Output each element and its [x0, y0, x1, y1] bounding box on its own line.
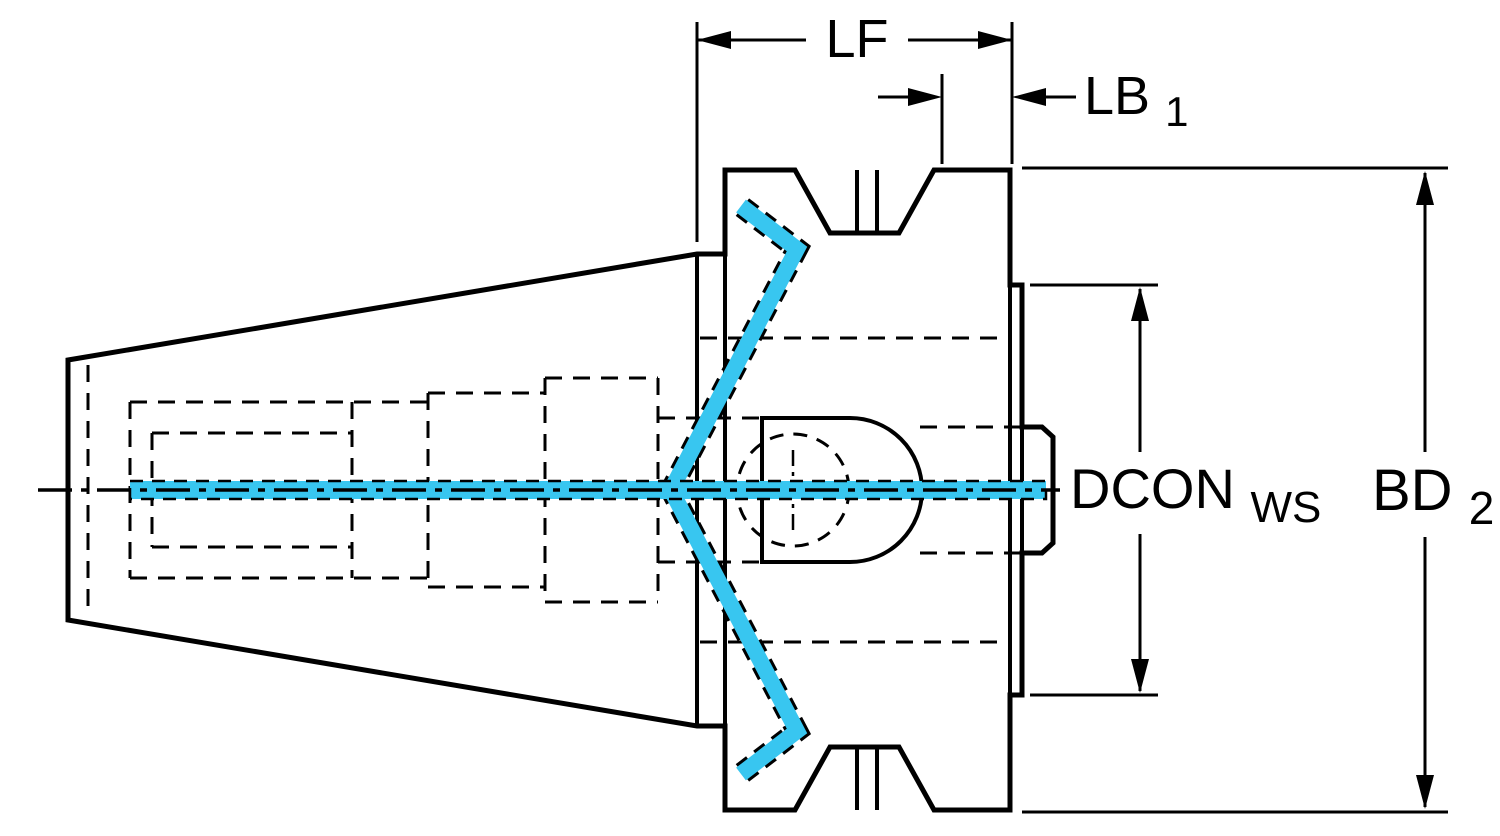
coolant-upper-channel [662, 199, 808, 496]
lf-arrow-right [978, 31, 1012, 49]
lf-extension-lines [695, 22, 1014, 242]
bd2-extension-lines [1022, 166, 1448, 814]
dimension-dcon: DCON WS [1030, 283, 1321, 697]
dcon-arrow-bottom [1131, 659, 1149, 693]
dimension-lf: LF [695, 9, 1014, 242]
dimension-bd2: BD 2 [1022, 166, 1494, 814]
bd2-arrow-bottom [1416, 775, 1434, 809]
dcon-label: DCON WS [1070, 457, 1321, 532]
lb1-arrow-right [1012, 88, 1046, 106]
lf-arrow-left [697, 31, 731, 49]
lb1-label: LB 1 [1084, 66, 1188, 135]
coolant-lower-channel [662, 484, 808, 781]
body-silhouette [65, 167, 1056, 813]
dimension-lb1: LB 1 [878, 66, 1188, 164]
lb1-arrow-left [908, 88, 942, 106]
lf-label: LF [825, 9, 888, 69]
bd2-label: BD 2 [1372, 458, 1494, 534]
dcon-extension-lines [1030, 283, 1158, 697]
dcon-arrow-top [1131, 287, 1149, 321]
bd2-arrow-top [1416, 171, 1434, 205]
